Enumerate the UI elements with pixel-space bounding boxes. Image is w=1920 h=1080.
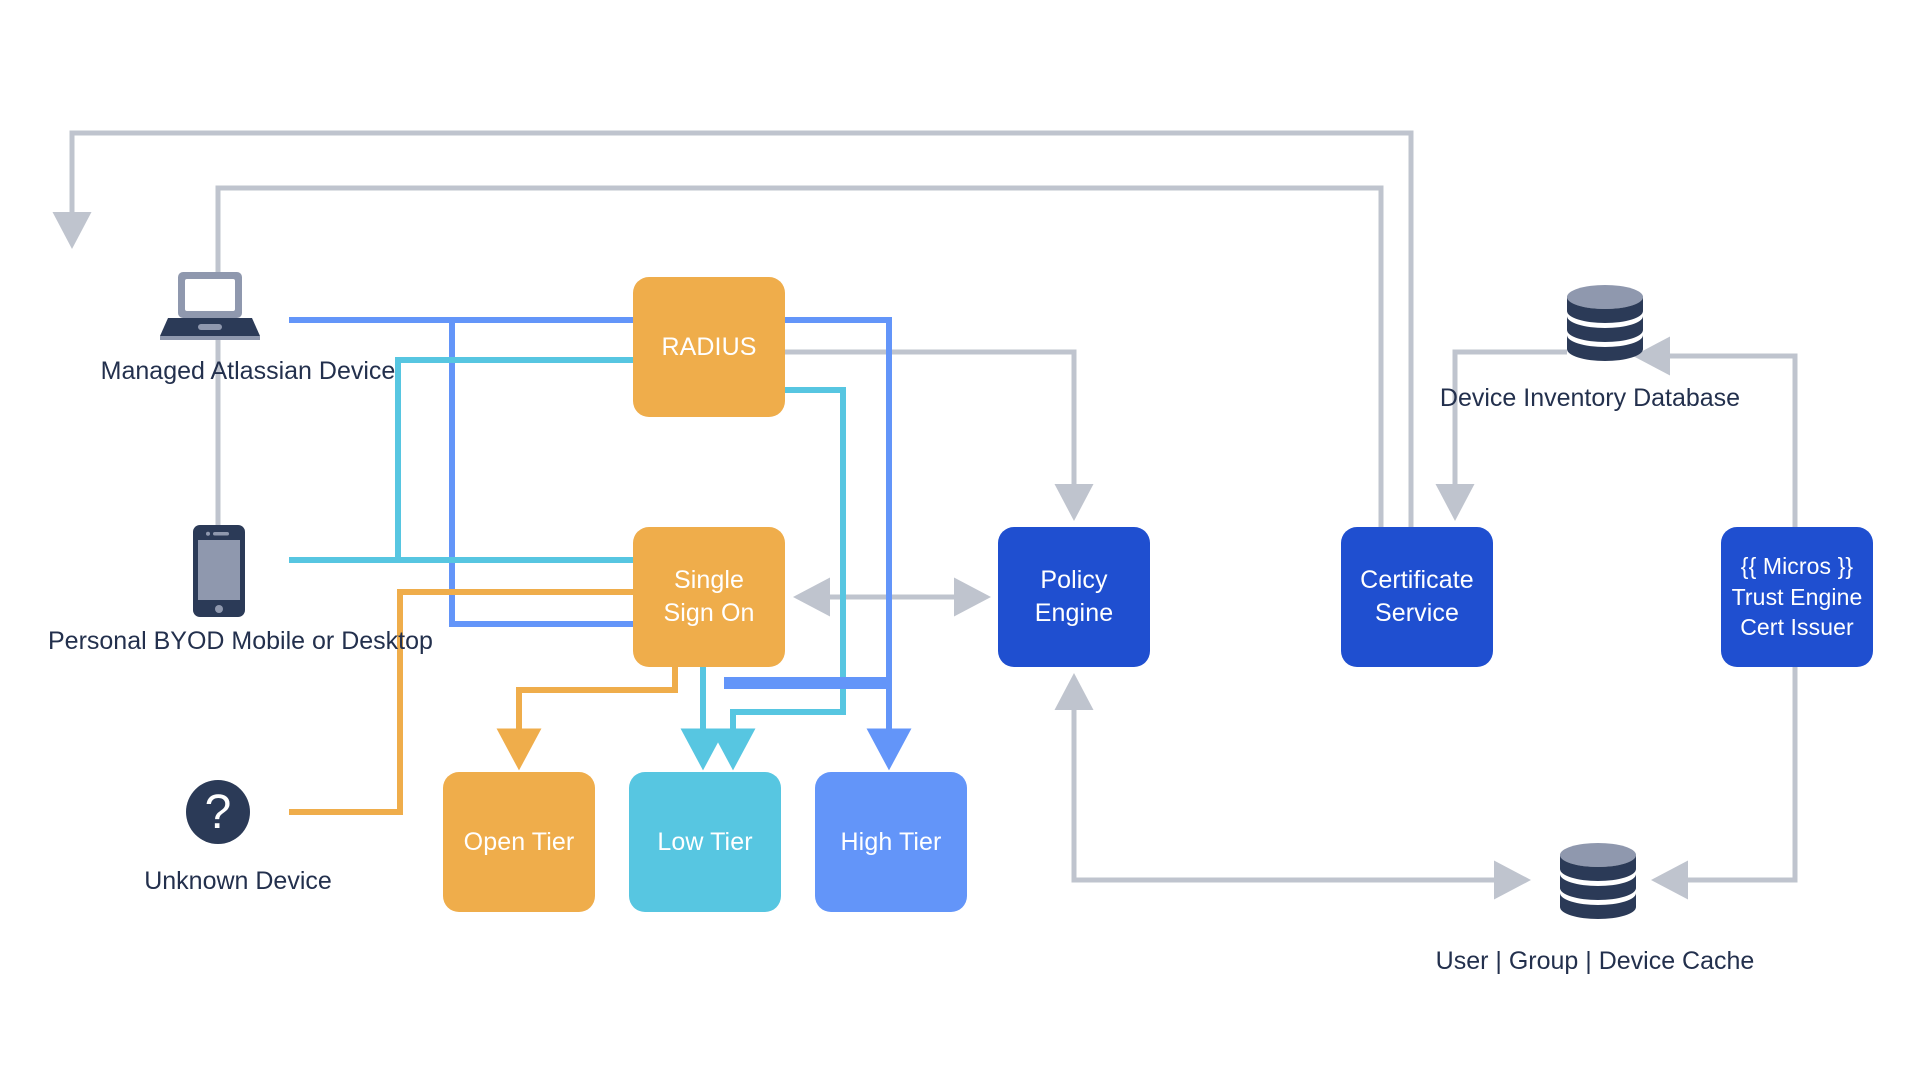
certificate-service-label-line1: Certificate	[1360, 566, 1474, 594]
device-inventory-database-label-line1: Device Inventory	[1439, 384, 1627, 412]
connector-radius-to-policy-engine	[785, 349, 1094, 522]
connector-devdb-to-cert-service	[1435, 349, 1567, 522]
user-group-device-cache-label: User | Group | Device Cache	[1395, 945, 1795, 978]
device-inventory-database-label-line2: Database	[1633, 384, 1741, 412]
sso-label-line1: Single	[673, 566, 745, 594]
node-open-tier[interactable]: Open Tier	[443, 772, 595, 912]
certificate-service-label-line2: Service	[1374, 599, 1460, 627]
sso-label-line2: Sign On	[663, 599, 755, 627]
connector-radius-to-low-tier	[710, 387, 846, 771]
low-tier-label: Low Tier	[657, 827, 753, 856]
byod-device-label-line2: Mobile or Desktop	[231, 627, 433, 655]
connector-byod-device-to-radius	[395, 357, 633, 560]
connector-trust-engine-to-devdb	[1632, 336, 1798, 527]
open-tier-label: Open Tier	[463, 827, 575, 856]
node-radius[interactable]: RADIUS	[633, 277, 785, 417]
database-cylinder-icon-device-inventory	[1567, 285, 1643, 361]
device-inventory-database-label: Device Inventory Database	[1400, 382, 1780, 415]
radius-label: RADIUS	[661, 332, 757, 361]
managed-device-label-line2: Atlassian Device	[210, 357, 396, 385]
unknown-device-label: Unknown Device	[48, 865, 428, 898]
node-policy-engine[interactable]: Policy Engine	[998, 527, 1150, 667]
svg-text:?: ?	[205, 786, 232, 839]
node-certificate-service[interactable]: Certificate Service	[1341, 527, 1493, 667]
connector-unknown-device-to-sso	[289, 589, 633, 815]
connector-trust-engine-to-cache	[1650, 667, 1798, 900]
node-trust-engine[interactable]: {{ Micros }} Trust Engine Cert Issuer	[1721, 527, 1873, 667]
node-high-tier[interactable]: High Tier	[815, 772, 967, 912]
policy-engine-label-line1: Policy	[1040, 566, 1108, 594]
connector-cert-service-to-byod-device	[198, 185, 1384, 660]
byod-device-label: Personal BYOD Mobile or Desktop	[48, 625, 433, 658]
trust-engine-label-line2: Trust Engine	[1731, 583, 1863, 610]
managed-device-label-line1: Managed	[100, 357, 205, 385]
mobile-phone-icon	[193, 525, 245, 617]
connector-managed-device-to-sso	[449, 320, 633, 627]
unknown-device-label-line1: Unknown Device	[144, 867, 332, 895]
connector-policy-engine-to-cache	[1054, 673, 1532, 900]
trust-engine-label-line3: Cert Issuer	[1740, 614, 1854, 641]
node-low-tier[interactable]: Low Tier	[629, 772, 781, 912]
managed-device-label: Managed Atlassian Device	[58, 355, 438, 388]
high-tier-label: High Tier	[840, 827, 942, 856]
database-cylinder-icon-user-group-device-cache	[1560, 843, 1636, 919]
connector-radius-to-high-tier	[724, 317, 912, 771]
byod-device-label-line1: Personal BYOD	[48, 627, 225, 655]
laptop-icon	[160, 272, 260, 340]
connector-cert-service-to-managed-device	[52, 130, 1414, 660]
connector-sso-to-open-tier	[496, 667, 678, 771]
question-mark-icon: ?	[186, 780, 250, 844]
policy-engine-label-line2: Engine	[1034, 599, 1114, 627]
user-group-device-cache-label-line1: User | Group | Device Cache	[1435, 947, 1755, 975]
trust-engine-label-line1: {{ Micros }}	[1740, 553, 1854, 580]
node-single-sign-on[interactable]: Single Sign On	[633, 527, 785, 667]
